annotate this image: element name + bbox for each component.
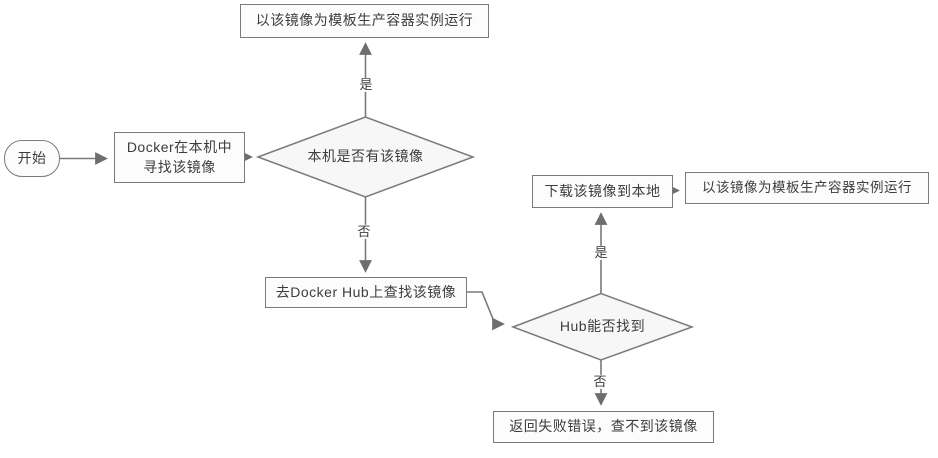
node-run-container-top-label: 以该镜像为模板生产容器实例运行: [255, 12, 474, 29]
edge-label-no-local: 否: [354, 224, 374, 240]
node-search-local-label: Docker在本机中寻找该镜像: [126, 138, 233, 175]
node-download-image-label: 下载该镜像到本地: [544, 182, 661, 199]
node-search-local: Docker在本机中寻找该镜像: [114, 132, 245, 183]
edge-search-hub-to-hub-found: [466, 291, 505, 331]
node-run-container-right: 以该镜像为模板生产容器实例运行: [685, 172, 929, 204]
node-start: 开始: [4, 140, 60, 177]
edge-label-yes-local: 是: [356, 77, 376, 93]
diamond-hub-found: [510, 292, 695, 361]
node-fail: 返回失败错误，查不到该镜像: [493, 411, 714, 443]
diamond-local-has-image: [255, 116, 476, 198]
node-search-hub: 去Docker Hub上查找该镜像: [265, 277, 467, 308]
node-download-image: 下载该镜像到本地: [532, 175, 673, 208]
node-fail-label: 返回失败错误，查不到该镜像: [509, 418, 698, 435]
edge-label-no-hub: 否: [590, 374, 610, 390]
edge-label-yes-hub: 是: [591, 245, 611, 261]
node-search-hub-label: 去Docker Hub上查找该镜像: [275, 283, 457, 300]
node-start-label: 开始: [17, 149, 47, 166]
node-run-container-top: 以该镜像为模板生产容器实例运行: [240, 4, 489, 38]
node-run-container-right-label: 以该镜像为模板生产容器实例运行: [702, 179, 912, 195]
